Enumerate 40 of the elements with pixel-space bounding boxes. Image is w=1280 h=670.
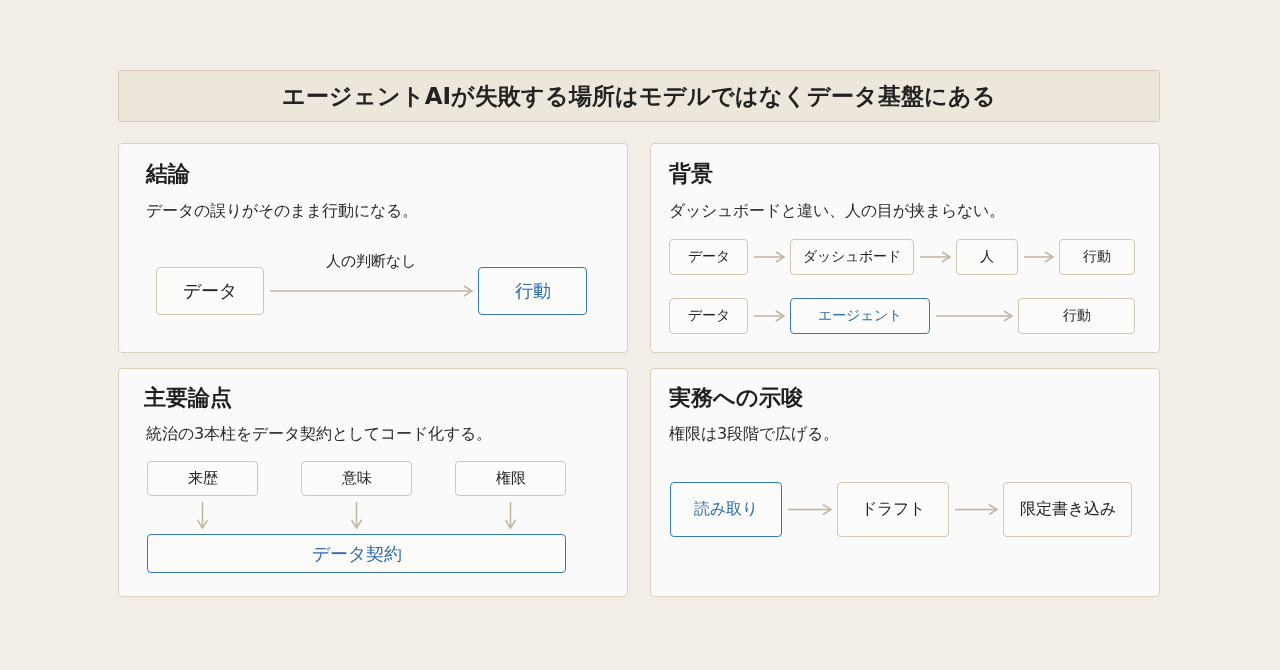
arrow [787,503,832,516]
arrow [753,251,785,263]
arrow [504,501,517,529]
arrow [350,501,363,529]
highlight-box: 行動 [478,267,587,315]
arrow [1023,251,1054,263]
panel-heading: 背景 [669,160,713,188]
panel [650,368,1160,597]
flow-box: データ [669,239,748,275]
flow-box: 来歴 [147,461,258,496]
flow-box: 権限 [455,461,566,496]
highlight-box: エージェント [790,298,930,334]
panel [118,368,628,597]
flow-box: データ [669,298,748,334]
flow-box: ダッシュボード [790,239,914,275]
highlight-box: 読み取り [670,482,782,537]
panel-heading: 主要論点 [144,384,232,412]
title-banner: エージェントAIが失敗する場所はモデルではなくデータ基盤にある [118,70,1160,122]
arrow [919,251,951,263]
panel-heading: 実務への示唆 [669,384,803,412]
panel-subtitle: データの誤りがそのまま行動になる。 [146,200,418,222]
flow-box: 人 [956,239,1018,275]
flow-box: 行動 [1059,239,1135,275]
panel-heading: 結論 [146,160,190,188]
flow-box: ドラフト [837,482,949,537]
flow-box: 行動 [1018,298,1135,334]
arrow [269,285,473,297]
arrow [935,310,1013,322]
panel-subtitle: 権限は3段階で広げる。 [669,423,840,445]
panel [118,143,628,353]
panel [650,143,1160,353]
arrow [954,503,998,516]
panel-subtitle: 統治の3本柱をデータ契約としてコード化する。 [146,423,493,445]
panel-subtitle: ダッシュボードと違い、人の目が挟まらない。 [669,200,1005,222]
arrow [753,310,785,322]
highlight-box: データ契約 [147,534,566,573]
flow-box: データ [156,267,264,315]
flow-box: 限定書き込み [1003,482,1132,537]
arrow [196,501,209,529]
flow-box: 意味 [301,461,412,496]
